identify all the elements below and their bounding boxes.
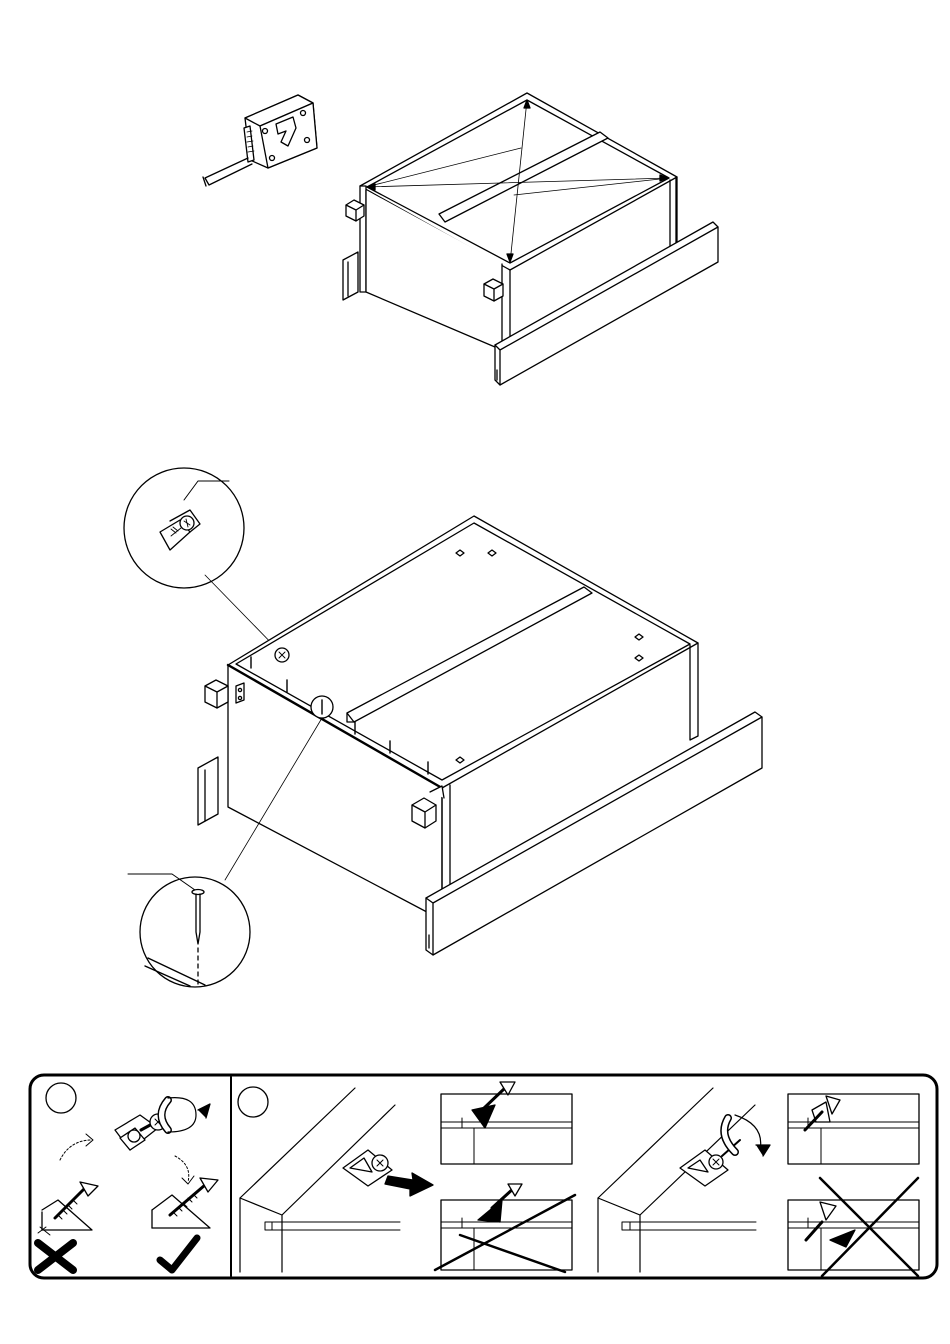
- tips-panel: [30, 1075, 937, 1278]
- step-nail-back-panel: [124, 468, 762, 987]
- corner-bracket-detail: [124, 468, 283, 655]
- tip-correct-2: [788, 1094, 919, 1164]
- tip-correct-1: [441, 1082, 572, 1164]
- drawer-carcass-back: [198, 516, 762, 955]
- step-measure-diagonals: [203, 93, 718, 385]
- drawer-carcass-measure: [343, 93, 718, 385]
- tape-measure-icon: [203, 95, 317, 186]
- nail-detail: [128, 718, 322, 987]
